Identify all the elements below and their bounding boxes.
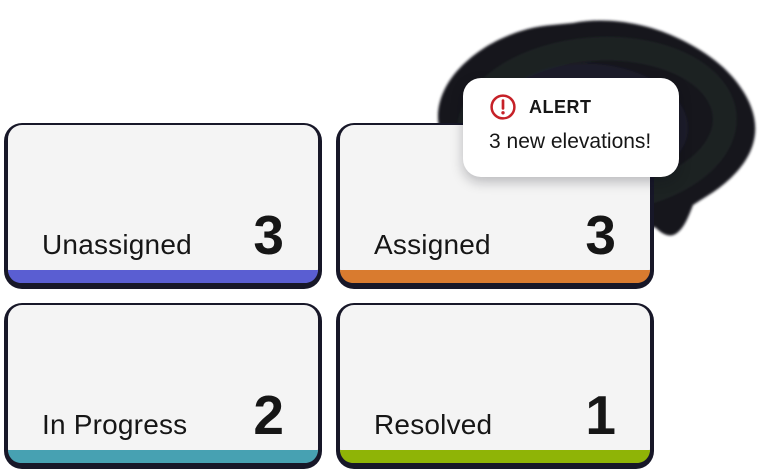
status-card-in-progress[interactable]: In Progress 2 xyxy=(8,305,318,463)
card-label: Unassigned xyxy=(42,229,192,260)
card-content-row: Resolved 1 xyxy=(340,388,650,463)
status-card-unassigned[interactable]: Unassigned 3 xyxy=(8,125,318,283)
card-label: Assigned xyxy=(374,229,491,260)
card-content-row: Unassigned 3 xyxy=(8,208,318,283)
card-label: Resolved xyxy=(374,409,493,440)
alert-message: 3 new elevations! xyxy=(489,130,652,153)
card-value: 1 xyxy=(585,384,616,446)
alert-title: ALERT xyxy=(529,96,592,117)
card-value: 3 xyxy=(253,204,284,266)
card-label: In Progress xyxy=(42,409,188,440)
alert-toast[interactable]: ALERT 3 new elevations! xyxy=(463,78,679,177)
card-accent-bar xyxy=(8,270,318,283)
card-content-row: In Progress 2 xyxy=(8,388,318,463)
alert-header: ALERT xyxy=(489,93,661,121)
card-value: 3 xyxy=(585,204,616,266)
card-accent-bar xyxy=(340,270,650,283)
card-accent-bar xyxy=(340,450,650,463)
status-card-resolved[interactable]: Resolved 1 xyxy=(340,305,650,463)
card-value: 2 xyxy=(253,384,284,446)
card-accent-bar xyxy=(8,450,318,463)
card-content-row: Assigned 3 xyxy=(340,208,650,283)
warning-circle-icon xyxy=(489,93,517,121)
